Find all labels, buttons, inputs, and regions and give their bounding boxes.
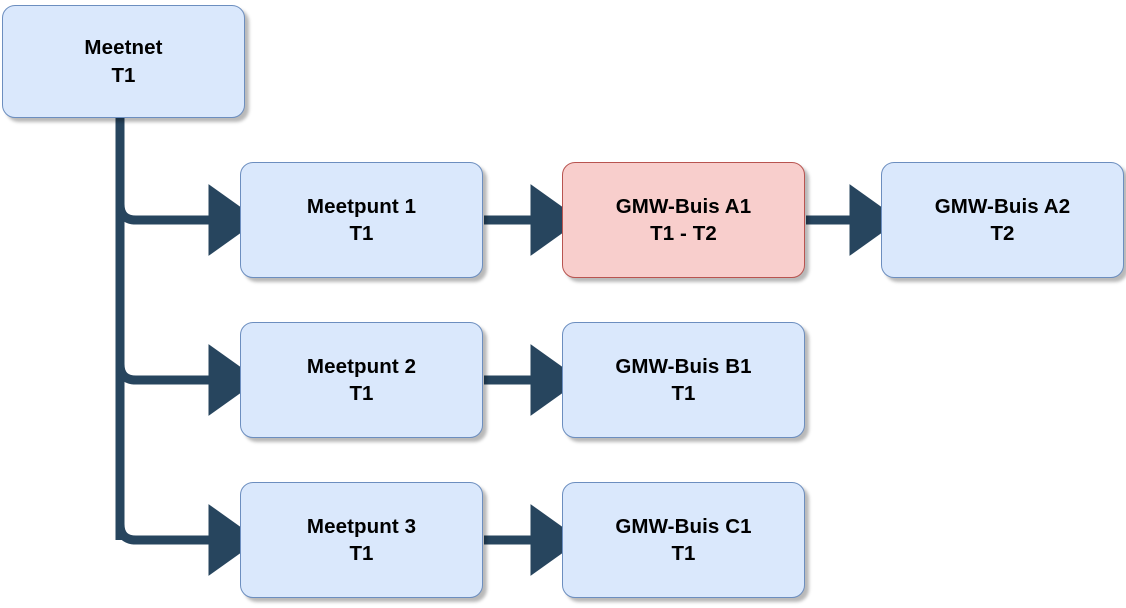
node-meetpunt-2-sublabel: T1 (349, 382, 374, 405)
node-gmw-buis-c1[interactable]: GMW-Buis C1 T1 (562, 482, 805, 598)
node-meetpunt-3-label: Meetpunt 3 (306, 514, 417, 538)
node-gmw-buis-a1-label: GMW-Buis A1 (615, 194, 752, 218)
node-meetnet[interactable]: Meetnet T1 (2, 5, 245, 118)
node-meetpunt-1-sublabel: T1 (349, 222, 374, 245)
node-gmw-buis-a1[interactable]: GMW-Buis A1 T1 - T2 (562, 162, 805, 278)
node-meetpunt-2[interactable]: Meetpunt 2 T1 (240, 322, 483, 438)
node-meetnet-sublabel: T1 (111, 63, 136, 87)
node-meetpunt-1-label: Meetpunt 1 (306, 194, 417, 218)
node-gmw-buis-b1-label: GMW-Buis B1 (615, 354, 752, 378)
edge-meetnet-to-meetpunt-3 (115, 504, 259, 576)
node-gmw-buis-c1-sublabel: T1 (671, 542, 696, 565)
node-gmw-buis-c1-label: GMW-Buis C1 (615, 514, 752, 538)
edge-meetnet-to-meetpunt-1 (115, 184, 259, 256)
node-meetpunt-3-sublabel: T1 (349, 542, 374, 565)
node-gmw-buis-a2-label: GMW-Buis A2 (934, 194, 1071, 218)
node-gmw-buis-b1-sublabel: T1 (671, 382, 696, 405)
edge-meetnet-to-meetpunt-2 (115, 344, 259, 416)
node-gmw-buis-a2-sublabel: T2 (990, 222, 1015, 245)
node-meetnet-label: Meetnet (84, 36, 163, 60)
node-gmw-buis-b1[interactable]: GMW-Buis B1 T1 (562, 322, 805, 438)
node-meetpunt-3[interactable]: Meetpunt 3 T1 (240, 482, 483, 598)
node-meetpunt-1[interactable]: Meetpunt 1 T1 (240, 162, 483, 278)
node-gmw-buis-a2[interactable]: GMW-Buis A2 T2 (881, 162, 1124, 278)
node-gmw-buis-a1-sublabel: T1 - T2 (650, 222, 717, 245)
node-meetpunt-2-label: Meetpunt 2 (306, 354, 417, 378)
